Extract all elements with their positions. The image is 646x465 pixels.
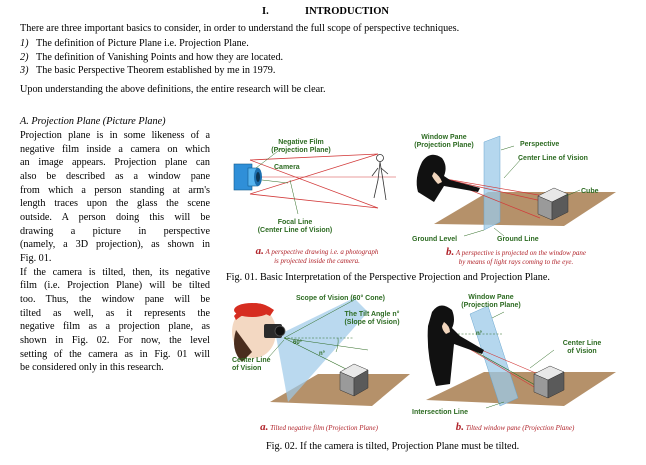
label-angle-n: n° — [476, 331, 483, 337]
label-camera: Camera — [274, 164, 300, 171]
fig01b-illustration — [416, 135, 616, 237]
fig01a-illustration — [233, 147, 396, 215]
light-rays — [238, 153, 396, 209]
fig02b-illustration — [426, 305, 616, 409]
label-tilt-angle: The Tilt Angle n°(Slope of Vision) — [344, 311, 400, 327]
cube-icon — [533, 365, 565, 399]
list-item: 1)The definition of Picture Plane i.e. P… — [20, 38, 249, 49]
person-silhouette-icon — [427, 305, 484, 386]
label-perspective: Perspective — [520, 141, 560, 148]
woman-figure-icon — [371, 154, 389, 201]
fig02b-caption: b. Tilted window pane (Projection Plane) — [455, 421, 575, 433]
vision-cone — [283, 299, 369, 351]
label-angle-60: 60° — [293, 340, 303, 346]
caption-letter: a. — [260, 421, 269, 433]
tilted-film-plane — [276, 298, 368, 402]
center-line-of-vision — [283, 337, 353, 373]
label-cube: Cube — [581, 188, 599, 195]
leader-line — [289, 179, 299, 215]
body-line: drawing a picture in perspective — [20, 225, 210, 237]
photographer-icon — [232, 303, 286, 362]
tilted-window-pane — [469, 305, 519, 407]
label-angle-n: n° — [319, 351, 326, 357]
subsection-heading: A. Projection Plane (Picture Plane) — [20, 116, 166, 127]
intro-text: There are three important basics to cons… — [20, 23, 460, 34]
leader-line — [255, 147, 283, 169]
label-negative-film: Negative Film(Projection Plane) — [271, 139, 331, 155]
label-scope-of-vision: Scope of Vision (60° Cone) — [296, 295, 386, 302]
body-line: negative film inside a camera on which — [20, 143, 210, 155]
camera-icon — [233, 163, 262, 191]
list-item: 2)The definition of Vanishing Points and… — [20, 51, 284, 63]
body-line: an image appears. Projection plane can — [20, 157, 210, 169]
body-line: length traces upon the glass the scene — [20, 198, 210, 210]
body-line: shown in Fig. 02. For now, the level — [20, 334, 210, 346]
basics-list: 1)The definition of Picture Plane i.e. P… — [20, 37, 283, 78]
caption-letter: a. — [255, 245, 264, 257]
fig01b-caption: b. A perspective is projected on the win… — [446, 246, 586, 266]
cube-icon — [339, 363, 369, 397]
caption-letter: b. — [455, 421, 464, 433]
body-line: film (i.e. Projection Plane) will be til… — [20, 280, 210, 292]
list-item: 3)The basic Perspective Theorem establis… — [20, 65, 276, 77]
ground-plane — [426, 372, 616, 406]
fig01a-caption: a. A perspective drawing i.e. a photogra… — [255, 245, 379, 265]
label-center-line-of-vision: Center Line of Vision — [518, 155, 588, 162]
section-number: I. — [262, 6, 269, 17]
body-line: If the camera is tilted, then, its negat… — [20, 266, 210, 278]
body-column: Projection plane is in some likeness of … — [20, 129, 210, 375]
body-line: setting of the camera as in Fig. 01 will — [20, 348, 210, 360]
ground-plane — [434, 192, 616, 226]
fig02-caption: Fig. 02. If the camera is tilted, Projec… — [266, 441, 520, 452]
body-line: from which a person standing at arm's — [20, 184, 210, 196]
cube-icon — [537, 187, 569, 221]
section-title: INTRODUCTION — [305, 6, 390, 17]
label-ground-line: Ground Line — [497, 236, 539, 243]
body-line: too. Thus, the window pane will be — [20, 293, 210, 305]
body-line: tilted as well, as it represents the — [20, 307, 210, 319]
tilt-angle-arc — [335, 337, 339, 353]
body-line: Fig. 01. — [20, 252, 52, 264]
label-ground-level: Ground Level — [412, 236, 458, 243]
body-line: (namely, a 3D projection), as shown in — [20, 239, 210, 251]
person-silhouette-icon — [416, 154, 480, 202]
label-focal-line: Focal Line(Center Line of Vision) — [257, 219, 333, 235]
body-line: negative film as a projection plane, as — [20, 321, 210, 333]
label-intersection-line: Intersection Line — [412, 409, 469, 416]
window-pane — [483, 135, 501, 231]
light-ray — [439, 177, 545, 197]
label-window-pane: Window Pane(Projection Plane) — [414, 134, 474, 150]
fig02a-caption: a. Tilted negative film (Projection Plan… — [260, 421, 378, 433]
label-window-pane: Window Pane(Projection Plane) — [461, 294, 521, 310]
body-line: Projection plane is in some likeness of … — [20, 130, 210, 141]
fig01-caption: Fig. 01. Basic Interpretation of the Per… — [226, 272, 550, 283]
caption-letter: b. — [446, 246, 455, 258]
fig02a-illustration — [232, 298, 410, 406]
body-line: be considered only in this research. — [20, 362, 164, 374]
conclusion-text: Upon understanding the above definitions… — [20, 84, 326, 95]
leader-line — [261, 179, 289, 184]
body-line: also be described as a window pane — [20, 170, 210, 182]
body-line: outside. A person doing this will be — [20, 211, 210, 223]
